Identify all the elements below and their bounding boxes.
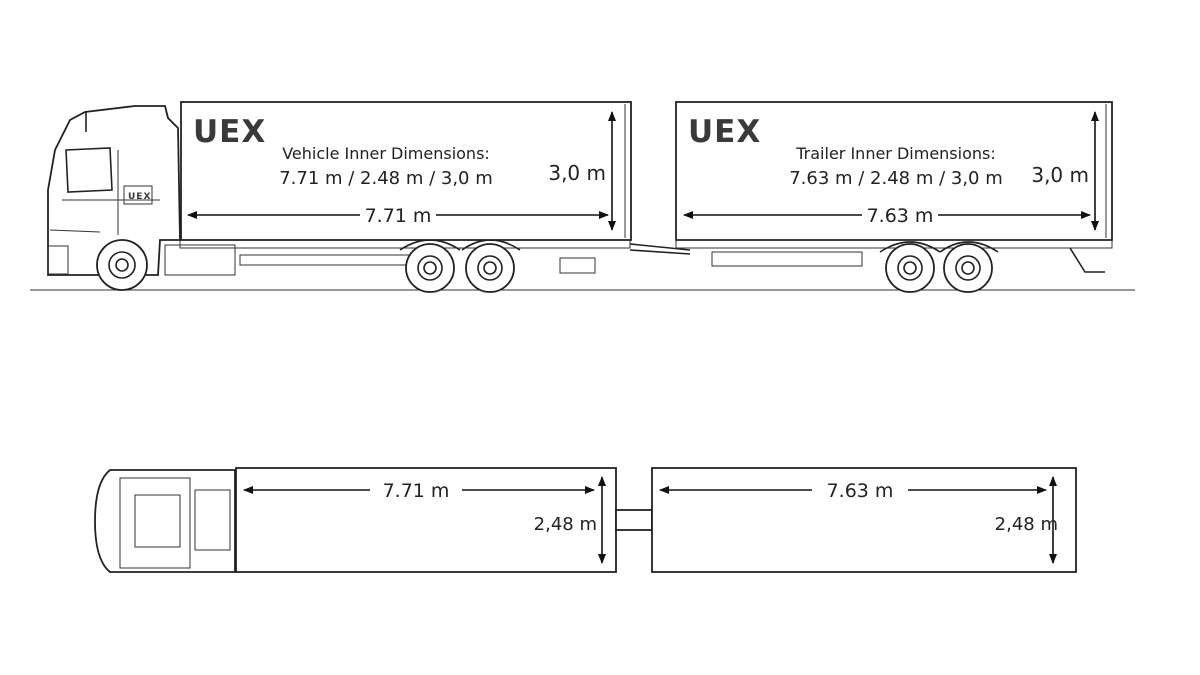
logo: UEX [193,114,266,150]
top-vehicle-width-label: 2,48 m [534,514,597,535]
side-view: UEX UEX Vehicle Inner Dimensions: 7.71 m… [30,101,1135,293]
truck-cab-top [94,469,236,573]
top-trailer-length-label: 7.63 m [827,480,894,502]
trailer-dimensions-summary: 7.63 m / 2.48 m / 3,0 m [789,168,1003,189]
trailer-wheels [885,243,993,293]
trailer-logo: UEX [688,114,761,150]
trailer-height-label: 3,0 m [1031,163,1089,187]
vehicle-length-label: 7.71 m [365,205,432,227]
drawbar [629,243,691,255]
trailer-cargo-box [675,101,1113,241]
truck-cargo-box-top [235,467,617,573]
svg-text:UEX: UEX [128,192,151,202]
trailer-length-label: 7.63 m [867,205,934,227]
vehicle-dimensions-summary: 7.71 m / 2.48 m / 3,0 m [279,168,493,189]
vehicle-dimensions-title: Vehicle Inner Dimensions: [282,144,490,163]
top-vehicle-length-label: 7.71 m [383,480,450,502]
trailer-cargo-box-top [651,467,1077,573]
truck-chassis [164,239,631,276]
truck-rear-wheels [405,243,515,293]
vehicle-height-label: 3,0 m [548,161,606,185]
truck-cab-side: UEX [47,105,181,276]
top-view: 7.71 m 2,48 m 7.63 m 2,48 m [94,467,1077,573]
trailer-dimensions-title: Trailer Inner Dimensions: [795,144,995,163]
top-trailer-width-label: 2,48 m [995,514,1058,535]
cab-wheel [96,239,148,291]
truck-cargo-box [180,101,632,241]
drawbar-top [615,509,653,531]
